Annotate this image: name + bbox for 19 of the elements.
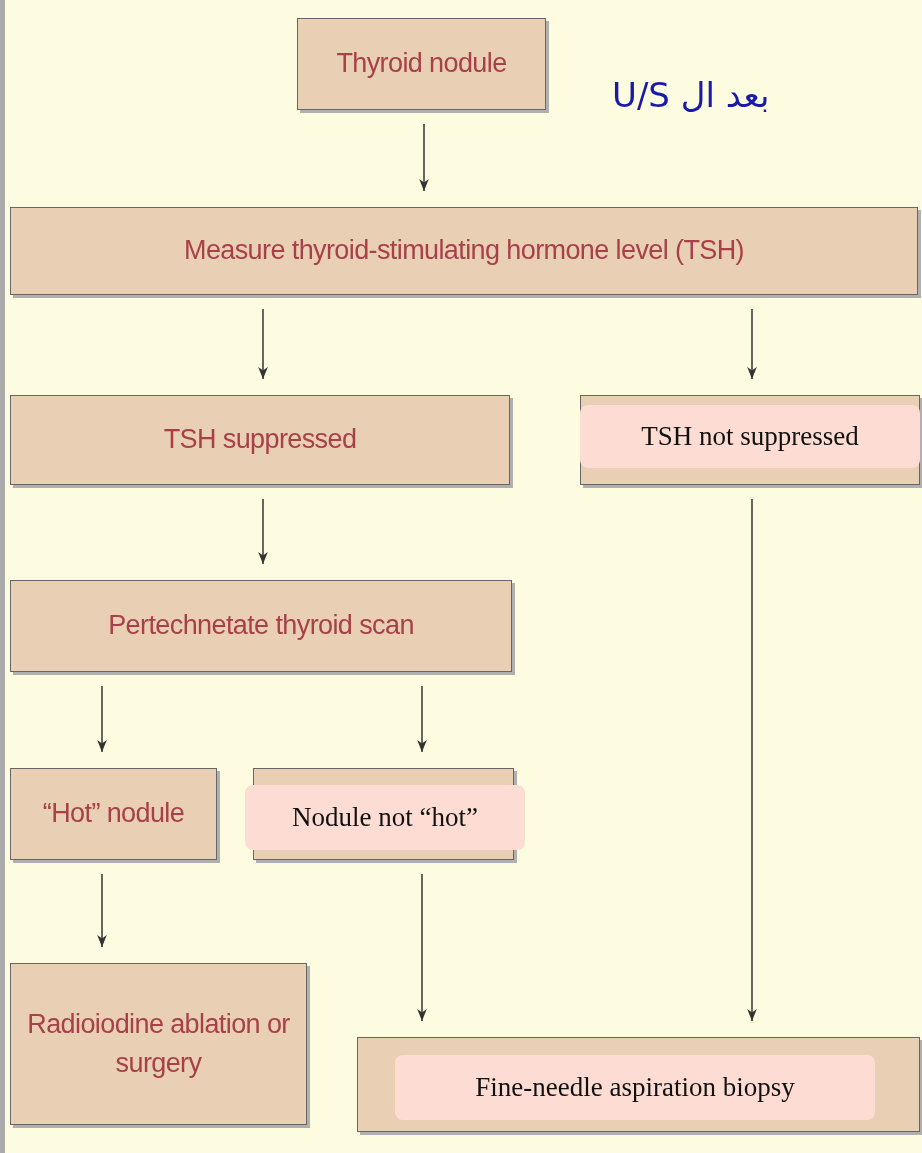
process-box: “Hot” nodule (10, 768, 217, 860)
arrow (97, 685, 107, 753)
handwritten-note: بعد ال U/S (612, 75, 770, 115)
arrow (747, 308, 757, 380)
arrow (258, 498, 268, 565)
arrow (419, 123, 429, 192)
process-box: Radioiodine ablation or surgery (10, 963, 307, 1125)
process-box: Fine-needle aspiration biopsy (395, 1055, 875, 1120)
arrow (258, 308, 268, 380)
process-box: TSH suppressed (10, 395, 510, 485)
arrow (97, 873, 107, 948)
arrow (417, 873, 427, 1022)
process-box: Pertechnetate thyroid scan (10, 580, 512, 672)
process-box: Measure thyroid-stimulating hormone level (TSH) (10, 207, 918, 295)
process-box: Thyroid nodule (297, 18, 546, 110)
process-box: TSH not suppressed (580, 405, 920, 468)
process-box: Nodule not “hot” (245, 785, 525, 850)
arrow (417, 685, 427, 753)
arrow (747, 498, 757, 1022)
